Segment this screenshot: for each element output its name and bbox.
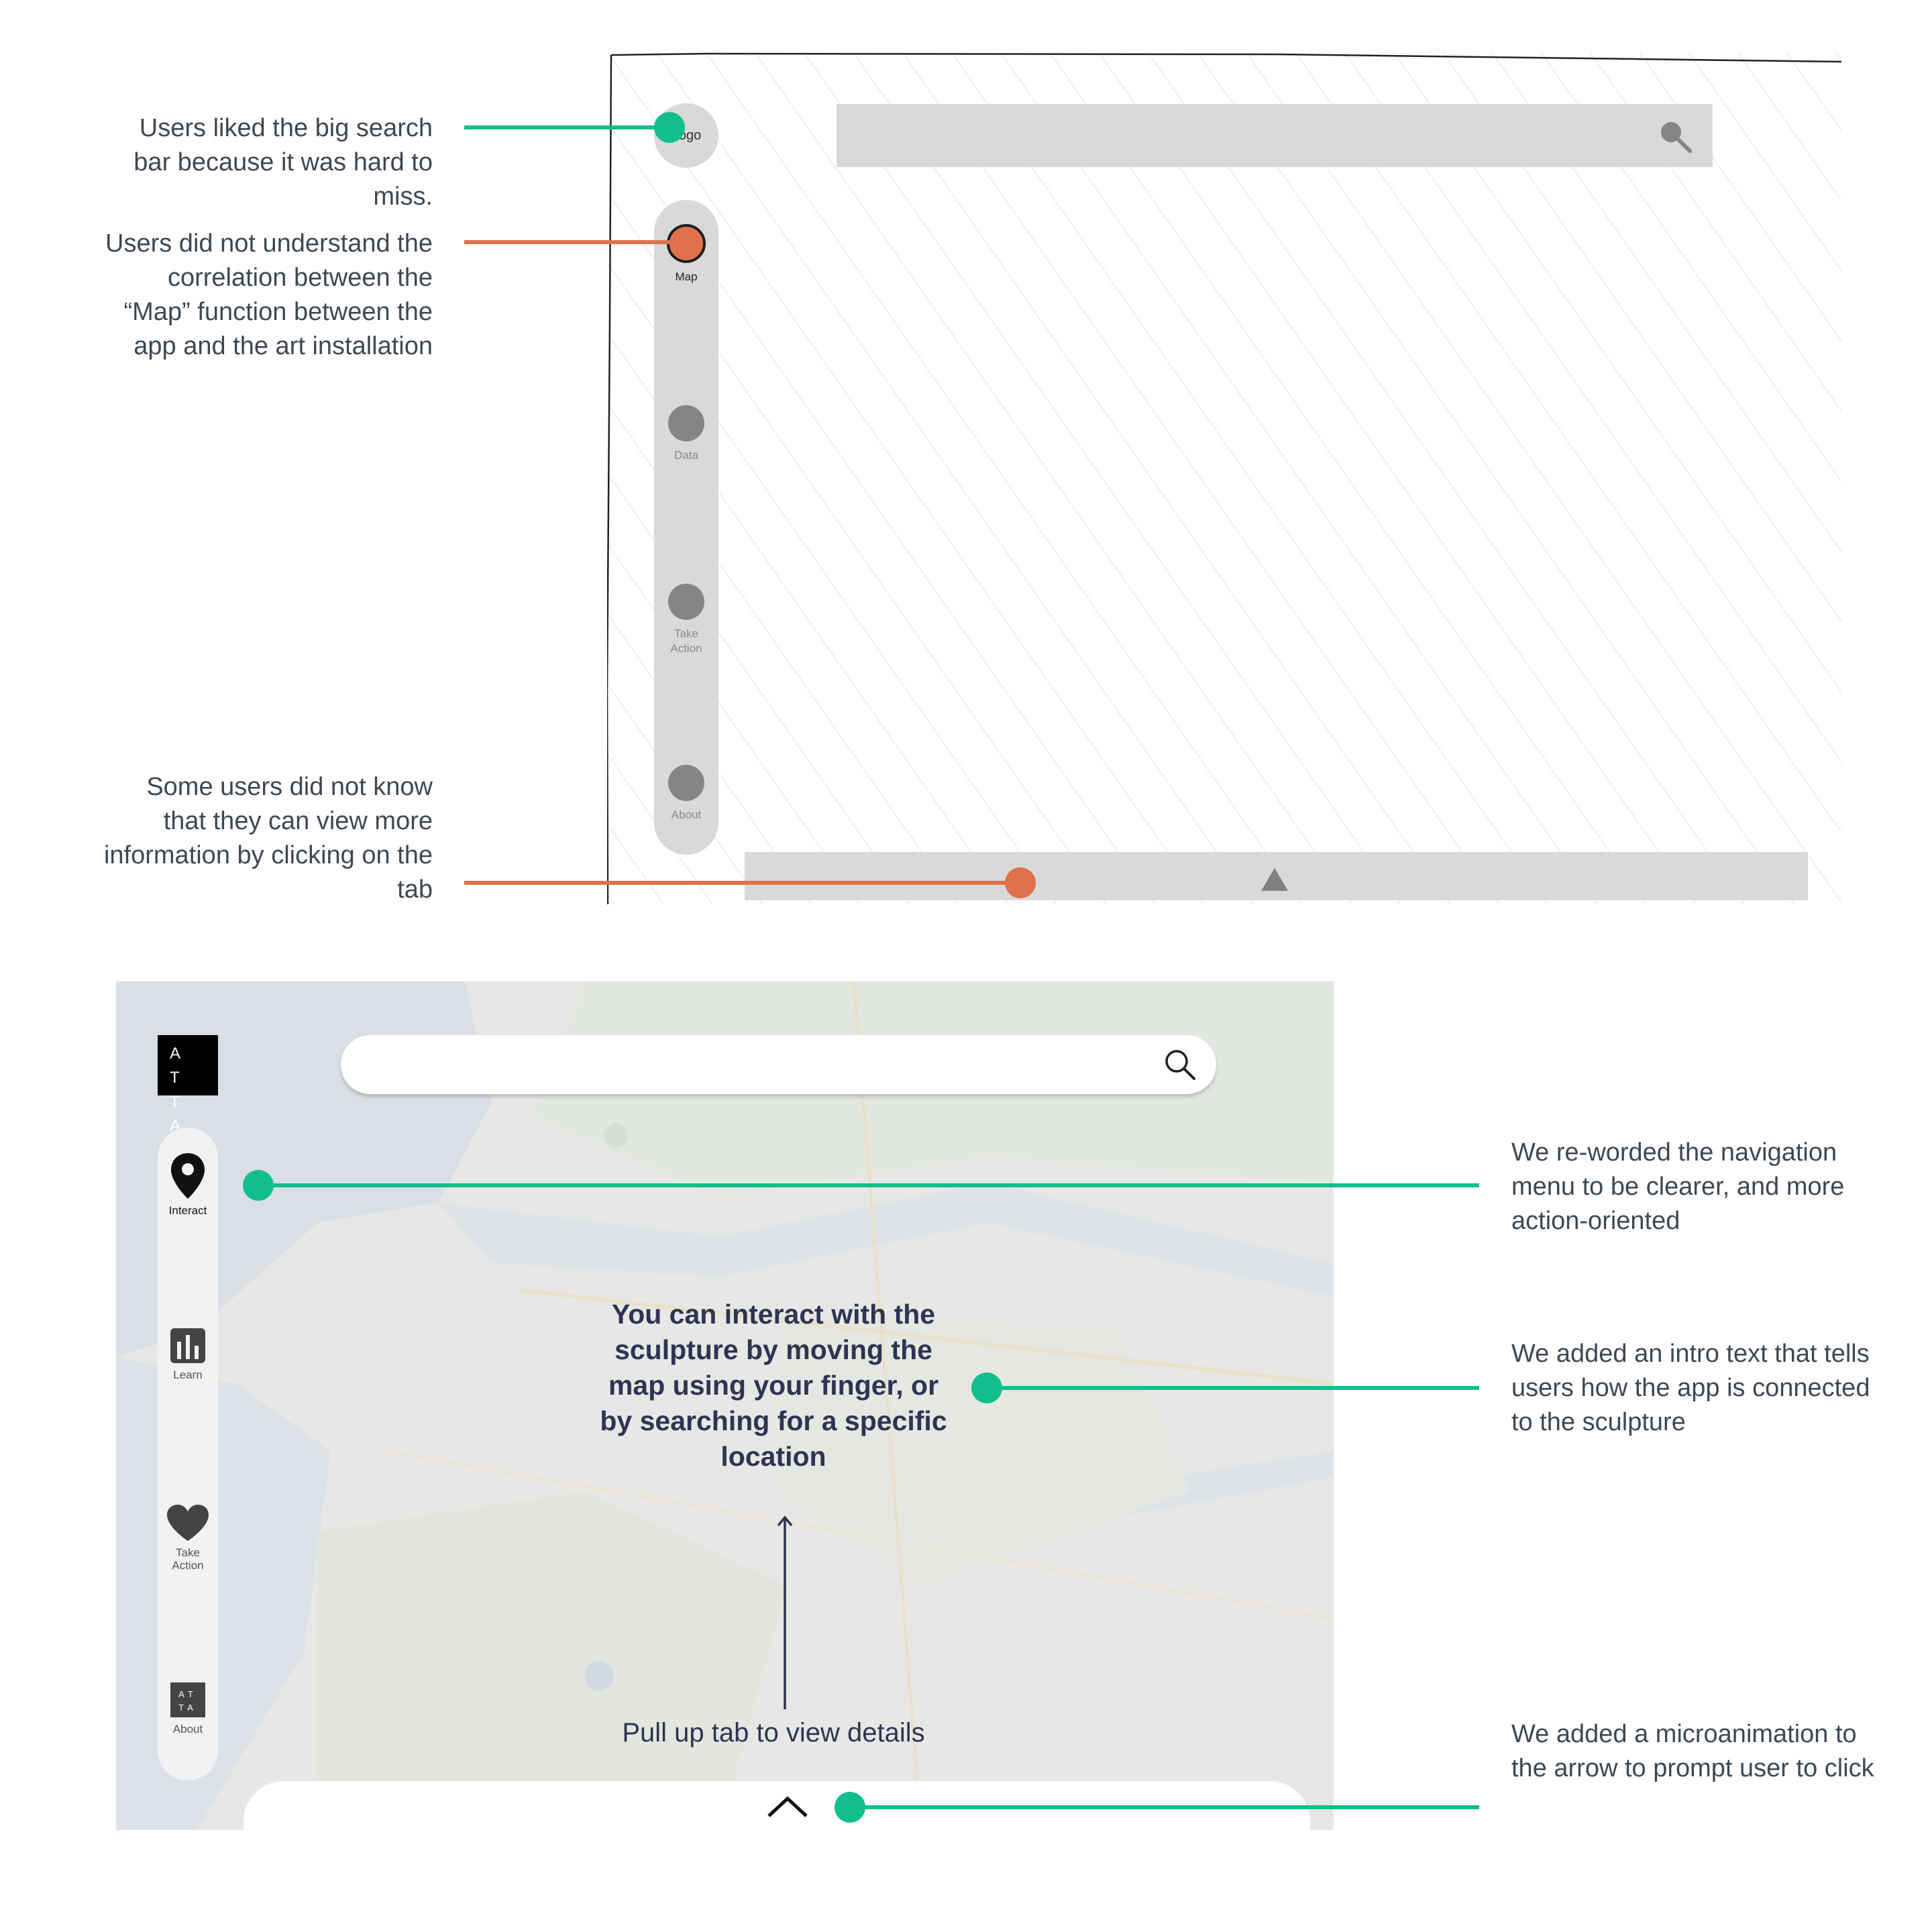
atta-logo[interactable]: A T T A — [158, 1035, 218, 1135]
sidebar-item-label: Take Action — [172, 1546, 204, 1572]
sidebar-nav: Interact Learn Take Action AT TA About — [158, 1128, 218, 1780]
take-action-icon — [668, 584, 704, 620]
intro-text: You can interact with the sculpture by m… — [600, 1299, 947, 1472]
callout-line-search — [464, 125, 669, 129]
wire-nav-label: Take Action — [670, 627, 702, 655]
sidebar-item-learn[interactable]: Learn — [158, 1327, 218, 1381]
callout-line-tab — [464, 881, 1021, 885]
atta-logo-icon: AT TA — [170, 1682, 205, 1717]
sidebar-item-label: Interact — [168, 1204, 207, 1217]
callout-line-microanimation — [850, 1805, 1479, 1809]
wire-nav-label: Map — [675, 270, 698, 283]
note-microanimation: We added a microanimation to the arrow t… — [1511, 1720, 1874, 1782]
callout-line-navigation — [258, 1183, 1479, 1187]
note-intro: We added an intro text that tells users … — [1511, 1340, 1870, 1436]
hifi-map-screen[interactable]: A T T A Interact Learn — [116, 981, 1334, 1830]
sidebar-item-interact[interactable]: Interact — [158, 1152, 218, 1217]
wireframe-pull-tab[interactable] — [745, 852, 1808, 900]
about-icon — [668, 765, 704, 801]
wire-nav-label: Data — [674, 449, 698, 462]
arrow-up-icon — [777, 1515, 793, 1709]
search-input[interactable] — [341, 1035, 1216, 1094]
svg-text:AT: AT — [178, 1689, 197, 1699]
wireframe-sketch — [607, 52, 1841, 904]
note-search-bar: Users liked the big search bar because i… — [133, 114, 433, 211]
wire-nav-label: About — [671, 808, 702, 821]
note-tab-info: Some users did not know that they can vi… — [103, 773, 433, 904]
sidebar-item-label: Learn — [173, 1368, 203, 1381]
wire-nav-item-data[interactable]: Data — [654, 405, 718, 463]
note-navigation: We re-worded the navigation menu to be c… — [1511, 1138, 1845, 1235]
callout-line-intro — [987, 1386, 1479, 1390]
wireframe-sidebar-nav: Map Data Take Action About — [654, 200, 718, 855]
sidebar-item-take-action[interactable]: Take Action — [158, 1503, 218, 1572]
wire-nav-item-take-action[interactable]: Take Action — [654, 584, 718, 656]
triangle-up-icon — [1261, 868, 1288, 891]
sidebar-item-about[interactable]: AT TA About — [158, 1681, 218, 1735]
note-map-function: Users did not understand the correlation… — [105, 229, 433, 360]
sidebar-item-label: About — [172, 1723, 203, 1735]
pull-up-hint: Pull up tab to view details — [622, 1718, 925, 1748]
data-icon — [668, 405, 704, 441]
wire-nav-item-about[interactable]: About — [654, 765, 718, 822]
sketch-hatching — [607, 52, 1841, 904]
map-pin-icon — [171, 1153, 205, 1199]
callout-dot-search — [654, 112, 685, 143]
svg-text:TA: TA — [178, 1703, 197, 1713]
bar-chart-icon — [170, 1328, 205, 1363]
callout-line-map — [464, 240, 686, 244]
heart-icon — [167, 1505, 209, 1541]
search-icon[interactable] — [1163, 1047, 1197, 1082]
logo-line-1: A T — [170, 1044, 191, 1087]
search-icon — [1661, 122, 1692, 153]
wire-nav-item-map[interactable]: Map — [654, 224, 718, 284]
chevron-up-icon[interactable] — [767, 1794, 808, 1819]
wireframe-search-bar[interactable] — [837, 104, 1713, 167]
callout-dot-tab — [1005, 867, 1036, 898]
map-dim-overlay — [116, 981, 1334, 1830]
